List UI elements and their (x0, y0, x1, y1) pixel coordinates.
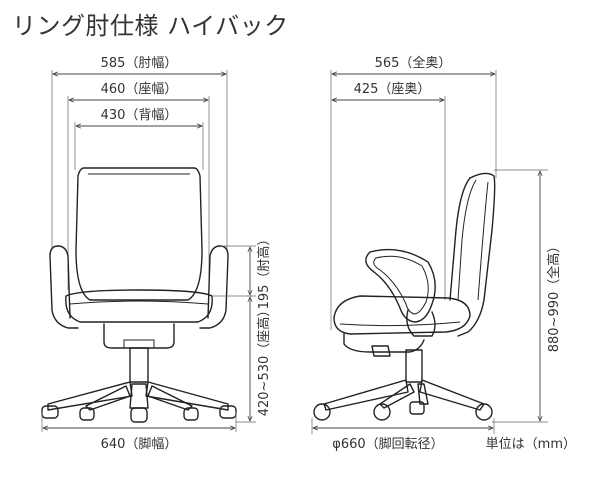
unit-note: 単位は（mm） (486, 436, 576, 452)
front-view: 585（肘幅） 460（座幅） 430（背幅） (41, 56, 272, 452)
label-base-diameter: φ660（脚回転径） (332, 436, 443, 452)
label-armrest-width: 585（肘幅） (101, 56, 178, 71)
page-title: リング肘仕様 ハイバック (12, 12, 289, 40)
label-total-height: 880~990（全高） (546, 240, 562, 353)
label-seat-height: 420~530（座高） (256, 304, 272, 417)
label-arm-height: 195（肘高） (256, 233, 272, 310)
side-chair-illustration (313, 172, 496, 421)
front-chair-illustration (41, 167, 237, 423)
label-back-width: 430（背幅） (101, 108, 178, 123)
label-leg-width: 640（脚幅） (101, 436, 178, 452)
label-seat-width: 460（座幅） (101, 82, 178, 97)
side-view: 565（全奥） 425（座奥） (311, 55, 562, 452)
label-total-depth: 565（全奥） (375, 55, 452, 71)
label-seat-depth: 425（座奥） (354, 82, 431, 97)
